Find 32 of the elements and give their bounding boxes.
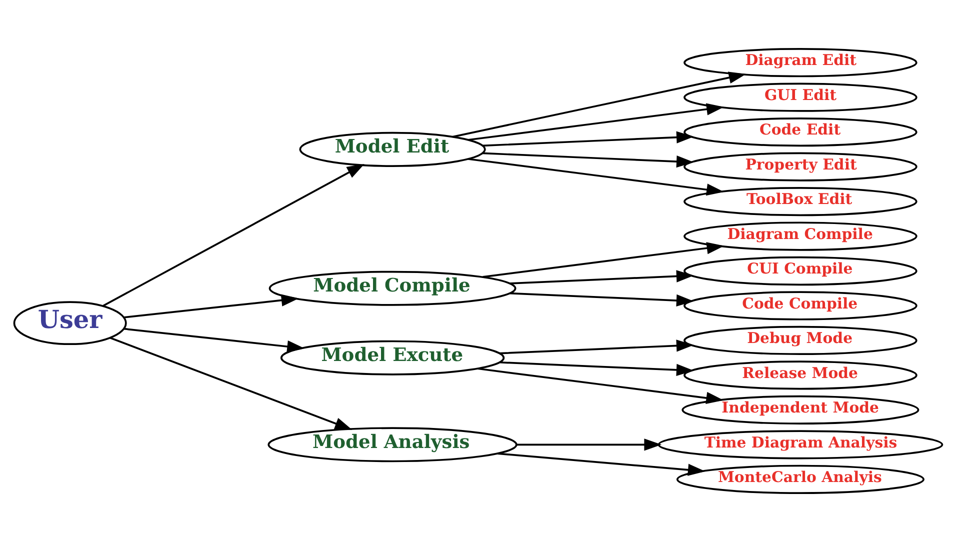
node-ellipse: Debug Mode [684, 326, 918, 356]
node-ellipse: Independent Mode [682, 395, 920, 424]
arrow [124, 328, 305, 353]
node-ellipse: Model Analysis [268, 427, 518, 462]
arrow [482, 131, 694, 147]
arrow [468, 103, 724, 141]
arrow [500, 361, 694, 376]
node-ellipse: ToolBox Edit [684, 186, 918, 216]
node-ellipse: Property Edit [684, 152, 918, 182]
arrow [482, 242, 724, 278]
arrow [500, 340, 694, 354]
node-ellipse: Time Diagram Analysis [658, 430, 944, 460]
arrow [452, 72, 746, 138]
node-ellipse: Diagram Compile [684, 222, 918, 251]
arrow [478, 368, 724, 404]
node-ellipse: User [13, 301, 127, 346]
arrow [510, 292, 694, 307]
arrow [482, 152, 694, 168]
node-ellipse: Diagram Edit [684, 48, 918, 78]
node-ellipse: CUI Compile [684, 256, 918, 286]
node-ellipse: Code Edit [684, 118, 918, 147]
node-ellipse: GUI Edit [684, 82, 918, 112]
node-ellipse: Code Compile [684, 291, 918, 320]
arrow [124, 294, 299, 318]
arrow [468, 158, 724, 196]
arrow [498, 452, 706, 476]
arrow [510, 270, 694, 284]
arrow [516, 438, 662, 451]
arrow [102, 164, 364, 307]
node-ellipse: Release Mode [684, 360, 918, 390]
arrow [110, 337, 352, 430]
node-ellipse: Model Edit [299, 132, 486, 167]
